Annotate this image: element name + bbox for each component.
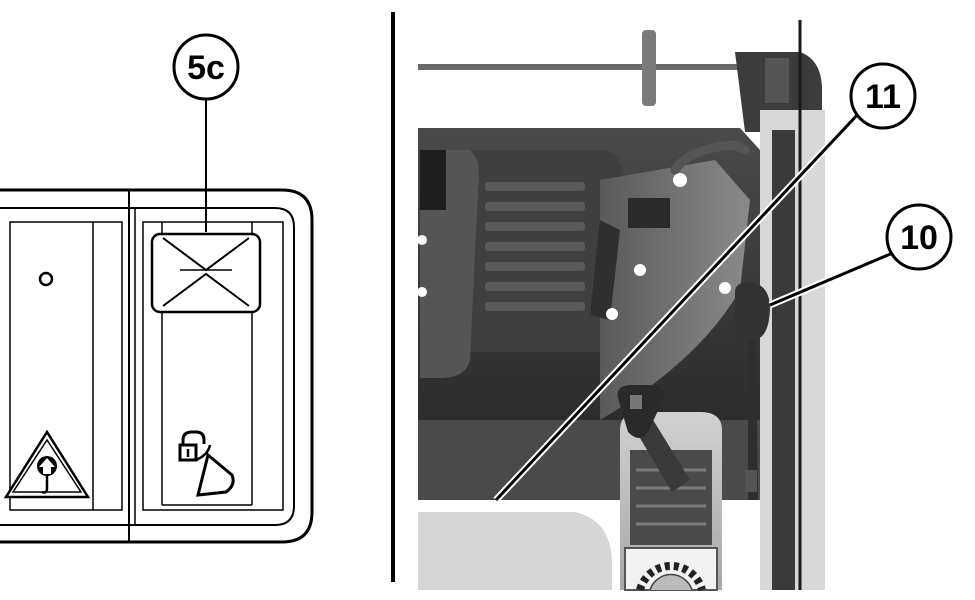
top-rod: [418, 64, 748, 70]
callout-11: 11: [493, 62, 917, 503]
callout-10-label: 10: [900, 219, 938, 257]
side-panel-handle: [590, 220, 620, 320]
callout-10: 10: [768, 203, 953, 309]
wall-bolt-2: [417, 287, 427, 297]
upper-hose: [670, 140, 750, 175]
cab-interior: [417, 20, 825, 592]
console-boot: [630, 450, 712, 545]
callout-5c-circle: [172, 33, 240, 101]
callout-11-label: 11: [865, 78, 901, 116]
switch-panel: [0, 188, 314, 544]
pillar-channel: [772, 130, 795, 590]
side-panel-window: [628, 198, 670, 228]
wall-bolt-3: [719, 282, 731, 294]
panel-bolt-3: [673, 173, 687, 187]
callout-11-circle: [849, 62, 917, 130]
panel-inner-frame: [0, 207, 295, 526]
panel-bolt-2: [606, 308, 618, 320]
indicator-dot-icon: [38, 271, 54, 287]
gauge-icon: [624, 547, 718, 592]
right-cell: [142, 221, 284, 511]
quick-coupler-unlock-icon: [178, 430, 235, 497]
joystick: [617, 385, 690, 492]
top-latch: [642, 30, 656, 106]
hook-lift-warning-icon: [3, 429, 91, 499]
callout-5c: 5c: [172, 33, 240, 232]
callout-5c-label: 5c: [187, 49, 225, 87]
callout-10-leader: [769, 250, 896, 307]
lever: [735, 282, 770, 500]
rocker-switch-icon[interactable]: [150, 232, 262, 314]
panel-bolt-1: [634, 264, 646, 276]
callout-11-leader: [494, 110, 862, 502]
seat-ribs: [485, 182, 585, 311]
left-armrest-slot: [420, 150, 446, 210]
seat-front: [418, 512, 612, 590]
wall-bolt-1: [417, 235, 427, 245]
callout-10-circle: [885, 203, 953, 271]
overhead-block-face: [765, 58, 789, 103]
left-cell: [9, 221, 123, 511]
